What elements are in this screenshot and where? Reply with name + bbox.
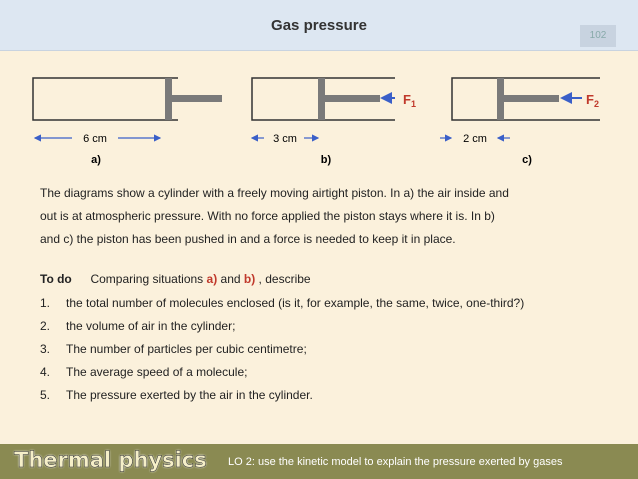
intro-text: The diagrams show a cylinder with a free…: [40, 182, 600, 251]
force-f1: F1: [403, 92, 416, 109]
intro-line: The diagrams show a cylinder with a free…: [40, 186, 509, 200]
cylinder-c: F2 2 cm c): [440, 77, 600, 166]
page-title: Gas pressure: [271, 17, 367, 34]
slide-number: 102: [580, 25, 616, 47]
label-c: c): [522, 154, 532, 166]
list-item: 2.the volume of air in the cylinder;: [40, 319, 236, 333]
dimension-a: 6 cm: [83, 133, 107, 145]
intro-line: out is at atmospheric pressure. With no …: [40, 209, 495, 223]
question-list: 1.the total number of molecules enclosed…: [40, 296, 585, 411]
list-item: 4.The average speed of a molecule;: [40, 365, 248, 379]
list-item: 3.The number of particles per cubic cent…: [40, 342, 307, 356]
todo-after: , describe: [255, 272, 311, 286]
footer-brand: Thermal physics: [14, 448, 207, 473]
todo-label: To do: [40, 272, 72, 286]
cylinder-b: F1 3 cm b): [250, 77, 416, 166]
todo-text: Comparing situations: [90, 272, 207, 286]
todo-and: and: [217, 272, 244, 286]
label-b: b): [321, 154, 332, 166]
cylinder-a: 6 cm a): [32, 77, 222, 166]
todo-highlight-a: a): [206, 272, 218, 286]
dimension-b: 3 cm: [273, 133, 297, 145]
learning-objective: LO 2: use the kinetic model to explain t…: [228, 456, 563, 468]
force-f2: F2: [586, 92, 599, 109]
footer: Thermal physics LO 2: use the kinetic mo…: [0, 444, 638, 479]
list-item: 5.The pressure exerted by the air in the…: [40, 388, 313, 402]
todo-highlight-b: b): [243, 272, 256, 286]
cylinder-diagram: 6 cm a) F1 3 cm b) F2 2 cm c): [32, 77, 600, 166]
todo-line: To do Comparing situations a) and b) , d…: [40, 272, 311, 286]
dimension-c: 2 cm: [463, 133, 487, 145]
label-a: a): [91, 154, 101, 166]
title-bar: Gas pressure 102: [0, 0, 638, 51]
intro-line: and c) the piston has been pushed in and…: [40, 232, 456, 246]
list-item: 1.the total number of molecules enclosed…: [40, 296, 525, 310]
